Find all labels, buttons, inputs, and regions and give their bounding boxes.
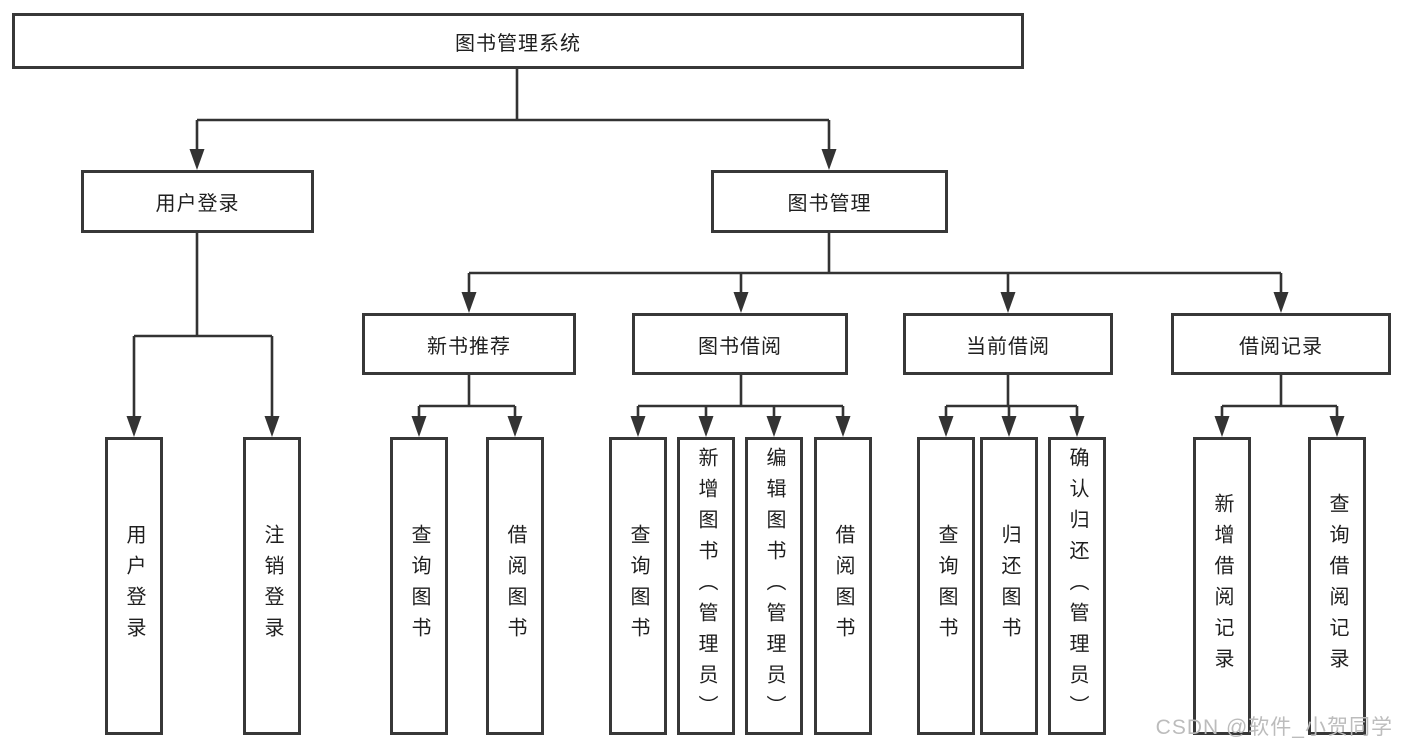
leaf-current-confirm-return-admin: 确认归还（管理员） [1048, 437, 1106, 735]
node-borrowing-records: 借阅记录 [1171, 313, 1391, 375]
leaf-label: 查询图书 [627, 524, 649, 648]
leaf-label: 借阅图书 [832, 524, 854, 648]
leaf-borrow-borrow-books: 借阅图书 [814, 437, 872, 735]
leaf-records-add-borrow-record: 新增借阅记录 [1193, 437, 1251, 735]
node-label: 新书推荐 [427, 335, 511, 358]
leaf-label: 借阅图书 [504, 524, 526, 648]
leaf-current-query-books: 查询图书 [917, 437, 975, 735]
node-label: 图书管理系统 [455, 32, 581, 55]
leaf-borrow-query-books: 查询图书 [609, 437, 667, 735]
leaf-records-query-borrow-record: 查询借阅记录 [1308, 437, 1366, 735]
leaf-label: 用户登录 [123, 524, 145, 648]
leaf-user-login: 用户登录 [105, 437, 163, 735]
leaf-newbook-query-books: 查询图书 [390, 437, 448, 735]
node-label: 借阅记录 [1239, 335, 1323, 358]
leaf-label: 编辑图书（管理员） [763, 446, 785, 726]
leaf-label: 新增借阅记录 [1211, 493, 1233, 679]
node-label: 图书管理 [787, 193, 872, 215]
leaf-label: 新增图书（管理员） [695, 446, 717, 726]
node-user-login: 用户登录 [81, 170, 314, 233]
leaf-current-return-books: 归还图书 [980, 437, 1038, 735]
node-label: 图书借阅 [698, 335, 782, 358]
leaf-newbook-borrow-books: 借阅图书 [486, 437, 544, 735]
leaf-borrow-add-books-admin: 新增图书（管理员） [677, 437, 735, 735]
node-label: 用户登录 [155, 193, 240, 215]
leaf-borrow-edit-books-admin: 编辑图书（管理员） [745, 437, 803, 735]
node-current-borrowing: 当前借阅 [903, 313, 1113, 375]
node-book-borrowing: 图书借阅 [632, 313, 848, 375]
leaf-logout: 注销登录 [243, 437, 301, 735]
node-label: 当前借阅 [966, 335, 1050, 358]
leaf-label: 归还图书 [998, 524, 1020, 648]
leaf-label: 查询图书 [408, 524, 430, 648]
node-book-management: 图书管理 [711, 170, 948, 233]
node-new-book-recommend: 新书推荐 [362, 313, 576, 375]
leaf-label: 确认归还（管理员） [1066, 446, 1088, 726]
csdn-watermark: CSDN @软件_小贺同学 [1155, 716, 1393, 739]
leaf-label: 查询图书 [935, 524, 957, 648]
leaf-label: 注销登录 [261, 524, 283, 648]
leaf-label: 查询借阅记录 [1326, 493, 1348, 679]
node-library-management-system: 图书管理系统 [12, 13, 1024, 69]
